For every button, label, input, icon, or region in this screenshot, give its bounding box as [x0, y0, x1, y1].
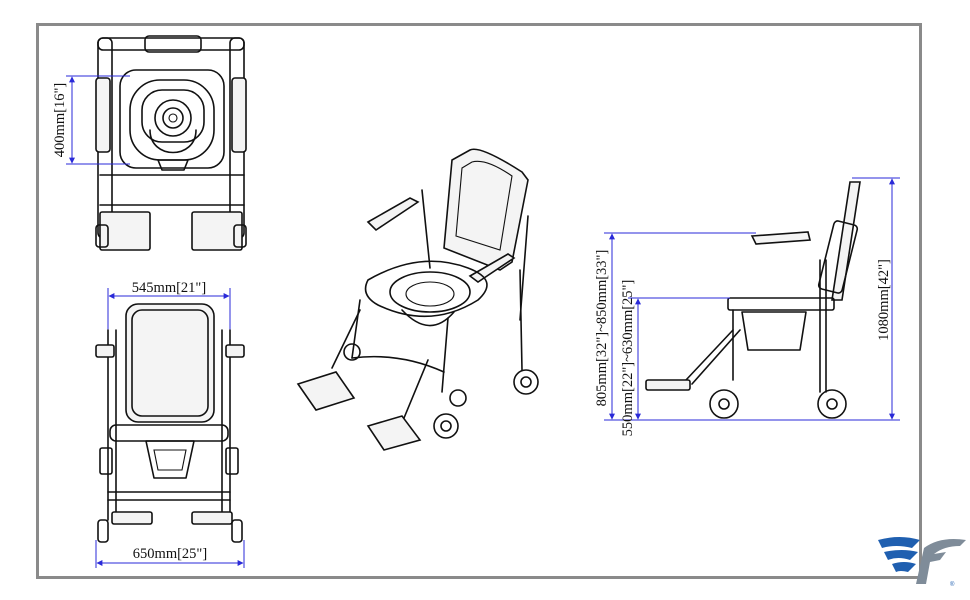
drawing-frame: [36, 23, 922, 579]
perspective-view: [296, 148, 539, 451]
dim-545mm: 545mm[21"]: [132, 280, 206, 296]
front-view: 545mm[21"] 650mm[25"]: [95, 280, 245, 568]
side-view: 805mm[32"]~850mm[33"] 550mm[22"]~630mm[2…: [594, 177, 900, 437]
dim-550-630mm: 550mm[22"]~630mm[25"]: [620, 280, 636, 437]
dim-650mm: 650mm[25"]: [133, 546, 207, 562]
wing-logo: ®: [878, 537, 966, 588]
dim-805-850mm: 805mm[32"]~850mm[33"]: [594, 250, 610, 407]
registered-mark: ®: [950, 581, 955, 588]
top-view: 400mm[16"]: [52, 35, 247, 251]
dim-400mm: 400mm[16"]: [52, 83, 68, 157]
dim-1080mm: 1080mm[42"]: [876, 259, 892, 341]
